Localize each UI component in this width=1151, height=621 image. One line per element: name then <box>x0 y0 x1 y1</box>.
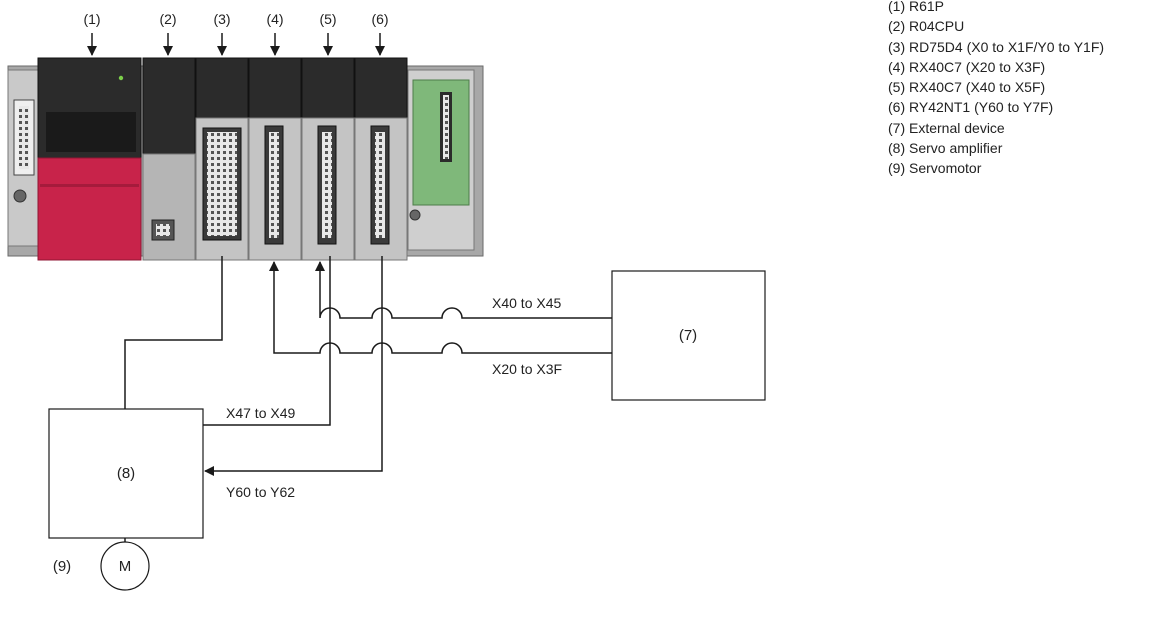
wire-positioning-to-servo <box>124 256 223 409</box>
signal-label-x47-x49: X47 to X49 <box>226 405 295 421</box>
input-module-b-top <box>301 57 355 119</box>
positioning-module-top <box>195 57 249 119</box>
legend-item-1: (1) R61P <box>888 0 945 14</box>
legend-item-2: (2) R04CPU <box>888 18 965 35</box>
callout-4: (4) <box>266 11 283 27</box>
output-module-top <box>354 57 408 119</box>
wire-x20-to-x3f <box>269 261 612 354</box>
cpu-module-lower <box>142 153 196 261</box>
legend-item-5: (5) RX40C7 (X40 to X5F) <box>888 79 1046 96</box>
signal-label-x20-x3f: X20 to X3F <box>492 361 562 377</box>
legend-item-8: (8) Servo amplifier <box>888 140 1003 157</box>
legend-item-3: (3) RD75D4 (X0 to X1F/Y0 to Y1F) <box>888 38 1105 55</box>
servo-amplifier-box <box>48 408 204 539</box>
signal-label-y60-y62: Y60 to Y62 <box>226 484 295 500</box>
servomotor-label: (9) <box>53 558 71 575</box>
servo-amplifier-label: (8) <box>117 465 135 482</box>
callout-3: (3) <box>213 11 230 27</box>
plc-rack <box>7 57 484 261</box>
wire-x40-to-x45 <box>315 261 612 319</box>
signal-label-x40-x45: X40 to X45 <box>492 295 561 311</box>
callout-group: (1) (2) (3) (4) (5) (6) <box>83 11 389 56</box>
ethernet-port-pins <box>156 224 170 236</box>
external-device-box <box>611 270 766 401</box>
mounting-screw-left <box>13 189 27 203</box>
power-led <box>118 75 124 81</box>
extension-connector-right-pins <box>443 95 449 159</box>
callout-2: (2) <box>159 11 176 27</box>
cpu-module-body <box>142 57 196 155</box>
callout-1: (1) <box>83 11 100 27</box>
component-legend: (1) R61P (2) R04CPU (3) RD75D4 (X0 to X1… <box>888 0 1104 179</box>
power-supply-cover-edge <box>40 184 139 187</box>
external-device-label: (7) <box>679 327 697 344</box>
legend-item-6: (6) RY42NT1 (Y60 to Y7F) <box>888 99 1054 116</box>
servomotor-symbol: M <box>119 558 132 575</box>
input-module-a-top <box>248 57 302 119</box>
input-module-a-connector-pins <box>269 132 279 238</box>
legend-item-7: (7) External device <box>888 119 1005 136</box>
power-supply-red-cover <box>37 157 142 261</box>
callout-5: (5) <box>319 11 336 27</box>
power-supply-terminal-cover <box>46 112 136 152</box>
positioning-module-connector-pins <box>207 132 237 236</box>
output-module-connector-pins <box>375 132 385 238</box>
wiring <box>124 256 612 542</box>
input-module-b-connector-pins <box>322 132 332 238</box>
legend-item-9: (9) Servomotor <box>888 160 982 177</box>
callout-6: (6) <box>371 11 388 27</box>
wire-y60-to-y62 <box>204 256 383 476</box>
wire-x47-to-x49 <box>203 256 331 426</box>
extension-connector-left-pins <box>19 106 29 169</box>
mounting-screw-right <box>409 209 421 221</box>
legend-item-4: (4) RX40C7 (X20 to X3F) <box>888 58 1046 75</box>
